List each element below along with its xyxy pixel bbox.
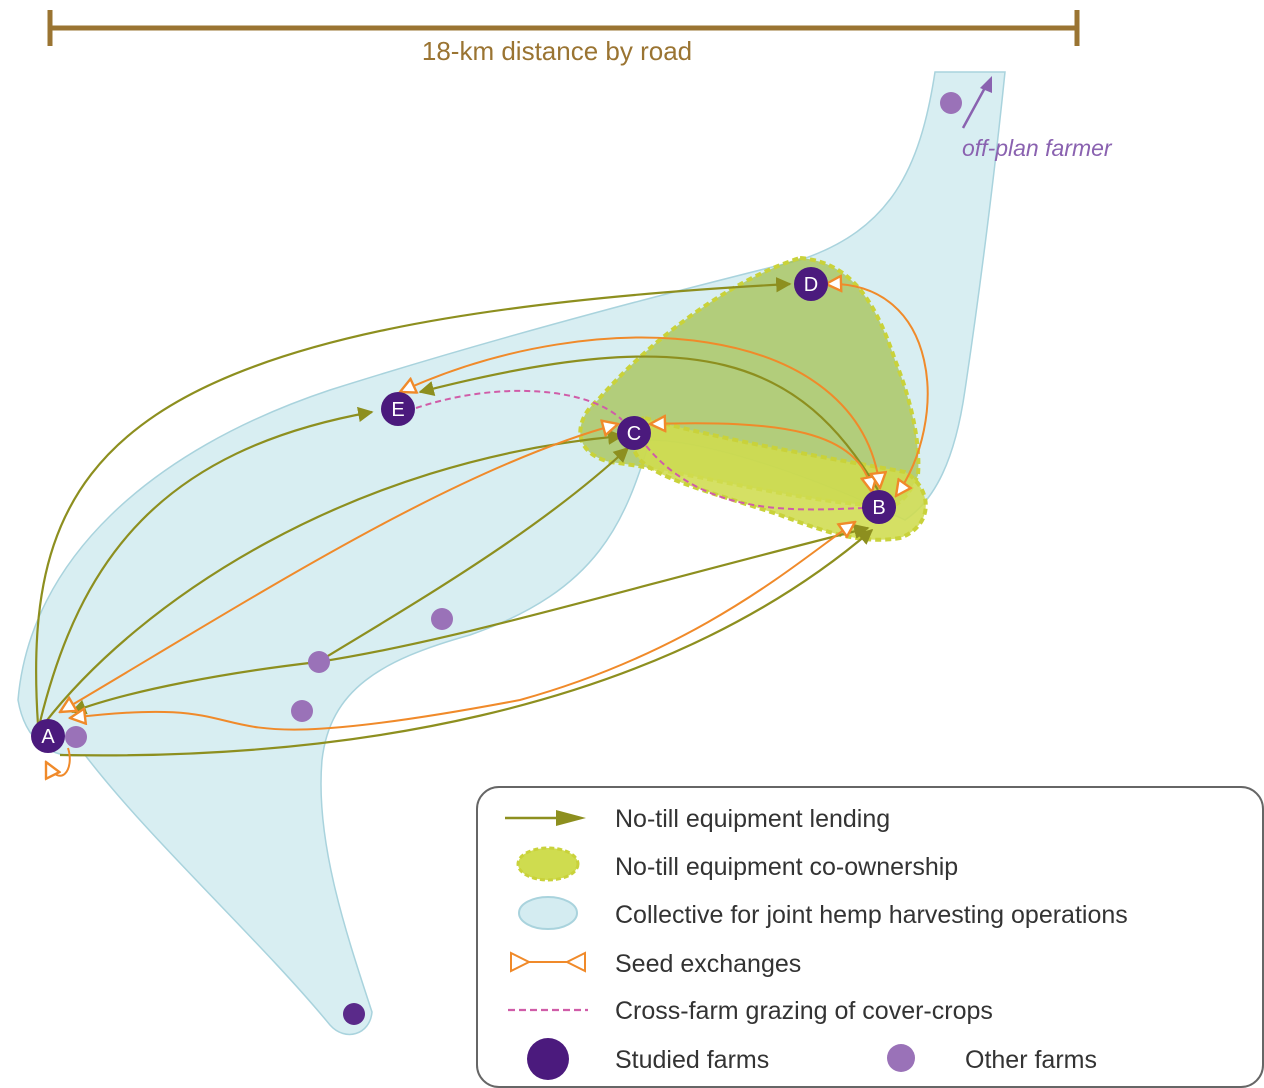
- legend-box: [476, 786, 1264, 1088]
- studied-farms: A B C D E: [31, 267, 896, 753]
- legend-label-seed: Seed exchanges: [615, 950, 801, 978]
- grazing-c-b: [639, 437, 866, 511]
- other-farms: [65, 92, 962, 1025]
- legend-label-co-ownership: No-till equipment co-ownership: [615, 853, 958, 881]
- lending-a-to-d: [35, 277, 792, 726]
- legend-item-other: Other farms: [887, 1044, 1097, 1074]
- legend-label-grazing: Cross-farm grazing of cover-crops: [615, 997, 993, 1025]
- other-farm: [343, 1003, 365, 1025]
- seed-e-b: [400, 336, 880, 488]
- grazing-e-c: [415, 389, 623, 421]
- farm-d-label: D: [804, 274, 818, 296]
- legend-label-other: Other farms: [965, 1046, 1097, 1074]
- other-farm: [940, 92, 962, 114]
- off-plan-farmer: off-plan farmer: [961, 76, 1113, 161]
- other-farm: [431, 608, 453, 630]
- grazing-links: [415, 389, 866, 511]
- legend-item-co-ownership: No-till equipment co-ownership: [516, 846, 958, 882]
- studied-farm-a: A: [31, 719, 65, 753]
- legend-item-lending: No-till equipment lending: [505, 805, 890, 833]
- farm-e-label: E: [391, 399, 404, 421]
- seed-a-self: [46, 747, 71, 776]
- other-farm: [65, 726, 87, 748]
- scale-bar: 18-km distance by road: [47, 10, 1080, 66]
- legend-label-studied: Studied farms: [615, 1046, 769, 1074]
- other-farm: [308, 651, 330, 673]
- scale-bar-label: 18-km distance by road: [422, 36, 692, 66]
- studied-farm-d: D: [794, 267, 828, 301]
- farm-b-label: B: [872, 497, 885, 519]
- farm-c-label: C: [627, 423, 641, 445]
- legend-label-lending: No-till equipment lending: [615, 805, 890, 833]
- legend-item-grazing: Cross-farm grazing of cover-crops: [508, 997, 993, 1025]
- legend-label-collective: Collective for joint hemp harvesting ope…: [615, 901, 1128, 929]
- studied-farm-c: C: [617, 416, 651, 450]
- legend-item-collective: Collective for joint hemp harvesting ope…: [518, 896, 1128, 930]
- off-plan-farmer-label: off-plan farmer: [962, 135, 1113, 161]
- studied-farm-e: E: [381, 392, 415, 426]
- seed-d-b: [826, 284, 929, 496]
- other-farm: [291, 700, 313, 722]
- farm-a-label: A: [41, 726, 55, 748]
- seed-a-b: [70, 522, 855, 731]
- seed-exchange-links: [46, 284, 929, 776]
- legend-item-studied: Studied farms: [527, 1038, 769, 1080]
- studied-farm-b: B: [862, 490, 896, 524]
- legend-item-seed: Seed exchanges: [510, 950, 801, 978]
- legend: No-till equipment lending No-till equipm…: [476, 786, 1264, 1088]
